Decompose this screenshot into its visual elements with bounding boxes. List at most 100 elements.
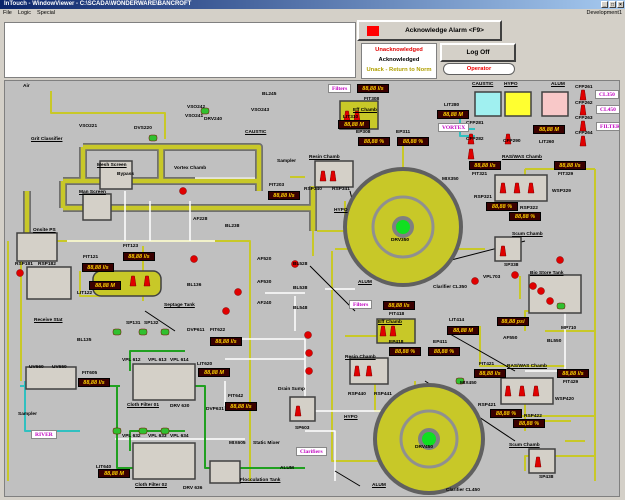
pump-icon[interactable] <box>291 260 299 268</box>
sludge-pump-icon[interactable] <box>534 456 542 468</box>
display-lit640[interactable]: 88,88 M <box>98 469 130 478</box>
nav-filters2-button[interactable]: Filters <box>349 300 373 309</box>
sludge-pump-icon[interactable] <box>389 325 397 337</box>
nav-clarifiers-button[interactable]: Clarifiers <box>296 447 327 456</box>
sludge-pump-icon[interactable] <box>579 120 587 132</box>
pump-icon[interactable] <box>16 269 24 277</box>
label-rsp340: RSP340 <box>304 187 322 192</box>
display-lit620[interactable]: 88,88 M <box>198 368 230 377</box>
pump-icon[interactable] <box>305 349 313 357</box>
sludge-pump-icon[interactable] <box>579 135 587 147</box>
label-sp132: SP132 <box>144 321 159 326</box>
nav-vortex-button[interactable]: VORTEX <box>438 123 470 132</box>
sludge-pump-icon[interactable] <box>513 182 521 194</box>
log-off-button[interactable]: Log Off <box>440 43 516 62</box>
pump-icon[interactable] <box>511 271 519 279</box>
pump-icon[interactable] <box>537 287 545 295</box>
display-ep411[interactable]: 88,88 % <box>428 347 460 356</box>
sludge-pump-icon[interactable] <box>319 170 327 182</box>
display-fit421[interactable]: 88,88 l/s <box>474 369 506 378</box>
display-ep418[interactable]: 88,88 % <box>389 347 421 356</box>
display-fit329[interactable]: 88,88 l/s <box>554 161 586 170</box>
sludge-pump-icon[interactable] <box>365 365 373 377</box>
sludge-pump-icon[interactable] <box>579 104 587 116</box>
sludge-pump-icon[interactable] <box>499 182 507 194</box>
sludge-pump-icon[interactable] <box>129 275 137 287</box>
pump-icon[interactable] <box>556 256 564 264</box>
nav-cl350-button[interactable]: CL350 <box>595 90 619 99</box>
display-lit122[interactable]: 88,88 M <box>89 281 121 290</box>
display-fit121[interactable]: 88,88 l/s <box>82 263 114 272</box>
display-lit414[interactable]: 88,88 M <box>447 326 479 335</box>
nav-filters1-button[interactable]: Filters <box>328 84 352 93</box>
motor-icon[interactable] <box>138 328 148 336</box>
sludge-pump-icon[interactable] <box>527 182 535 194</box>
pump-icon[interactable] <box>529 282 537 290</box>
alarm-list[interactable] <box>4 22 356 78</box>
close-button[interactable]: × <box>617 1 624 8</box>
motor-icon[interactable] <box>200 107 210 115</box>
display-rsp422[interactable]: 88,88 % <box>513 419 545 428</box>
sludge-pump-icon[interactable] <box>467 133 475 145</box>
pump-icon[interactable] <box>190 255 198 263</box>
scum-chamb-2 <box>528 448 556 474</box>
menu-special[interactable]: Special <box>37 10 56 16</box>
display-rsp321[interactable]: 88,88 % <box>486 202 518 211</box>
display-rsp322[interactable]: 88,88 % <box>509 212 541 221</box>
sludge-pump-icon[interactable] <box>467 148 475 160</box>
sludge-pump-icon[interactable] <box>504 385 512 397</box>
display-fit418[interactable]: 88,88 l/s <box>383 301 415 310</box>
display-lit310[interactable]: 88,88 M <box>338 120 370 129</box>
sludge-pump-icon[interactable] <box>579 89 587 101</box>
display-fit123[interactable]: 88,88 l/s <box>123 252 155 261</box>
sludge-pump-icon[interactable] <box>294 405 302 417</box>
sludge-pump-icon[interactable] <box>499 245 507 257</box>
display-lit260[interactable]: 88,88 M <box>533 125 565 134</box>
pump-icon[interactable] <box>546 297 554 305</box>
display-fit308[interactable]: 88,88 l/s <box>357 84 389 93</box>
display-fit642[interactable]: 88,88 l/s <box>225 402 257 411</box>
display-fit605[interactable]: 88,88 l/s <box>78 378 110 387</box>
motor-icon[interactable] <box>455 377 465 385</box>
display-lit280[interactable]: 88,88 M <box>437 110 469 119</box>
pump-icon[interactable] <box>305 367 313 375</box>
display-fit203[interactable]: 88,88 l/s <box>268 191 300 200</box>
pump-icon[interactable] <box>179 187 187 195</box>
display-ep308[interactable]: 88,88 % <box>358 137 390 146</box>
nav-cl450-button[interactable]: CL450 <box>596 105 619 114</box>
sludge-pump-icon[interactable] <box>329 170 337 182</box>
operator-badge[interactable]: Operator <box>443 63 515 75</box>
display-fit321[interactable]: 88,88 l/s <box>469 161 501 170</box>
nav-filter-button[interactable]: FILTER <box>596 122 619 131</box>
pump-icon[interactable] <box>304 331 312 339</box>
minimize-button[interactable]: _ <box>601 1 608 8</box>
acknowledge-alarm-button[interactable]: Acknowledge Alarm <F9> <box>357 20 502 41</box>
label-vpl613: VPL 613 <box>148 358 167 363</box>
motor-icon[interactable] <box>160 427 170 435</box>
pump-icon[interactable] <box>222 307 230 315</box>
motor-icon[interactable] <box>556 302 566 310</box>
maximize-button[interactable]: □ <box>609 1 616 8</box>
motor-icon[interactable] <box>138 427 148 435</box>
menu-file[interactable]: File <box>3 10 12 16</box>
sludge-pump-icon[interactable] <box>143 275 151 287</box>
motor-icon[interactable] <box>160 328 170 336</box>
display-fit429[interactable]: 88,88 l/s <box>557 369 589 378</box>
pump-icon[interactable] <box>234 288 242 296</box>
sludge-pump-icon[interactable] <box>532 385 540 397</box>
nav-river-button[interactable]: RIVER <box>31 430 57 439</box>
motor-icon[interactable] <box>112 427 122 435</box>
display-rsp421[interactable]: 88,88 % <box>490 409 522 418</box>
display-ep311[interactable]: 88,88 % <box>397 137 429 146</box>
sludge-pump-icon[interactable] <box>379 325 387 337</box>
pump-icon[interactable] <box>471 277 479 285</box>
motor-icon[interactable] <box>112 328 122 336</box>
raswas-chamb-2 <box>500 377 554 405</box>
display-fit622[interactable]: 88,88 l/s <box>210 337 242 346</box>
sludge-pump-icon[interactable] <box>518 385 526 397</box>
sludge-pump-icon[interactable] <box>504 133 512 145</box>
motor-icon[interactable] <box>148 134 158 142</box>
sludge-pump-icon[interactable] <box>353 365 361 377</box>
display-psi[interactable]: 88,88 psi <box>497 317 529 326</box>
menu-logic[interactable]: Logic <box>17 10 32 16</box>
